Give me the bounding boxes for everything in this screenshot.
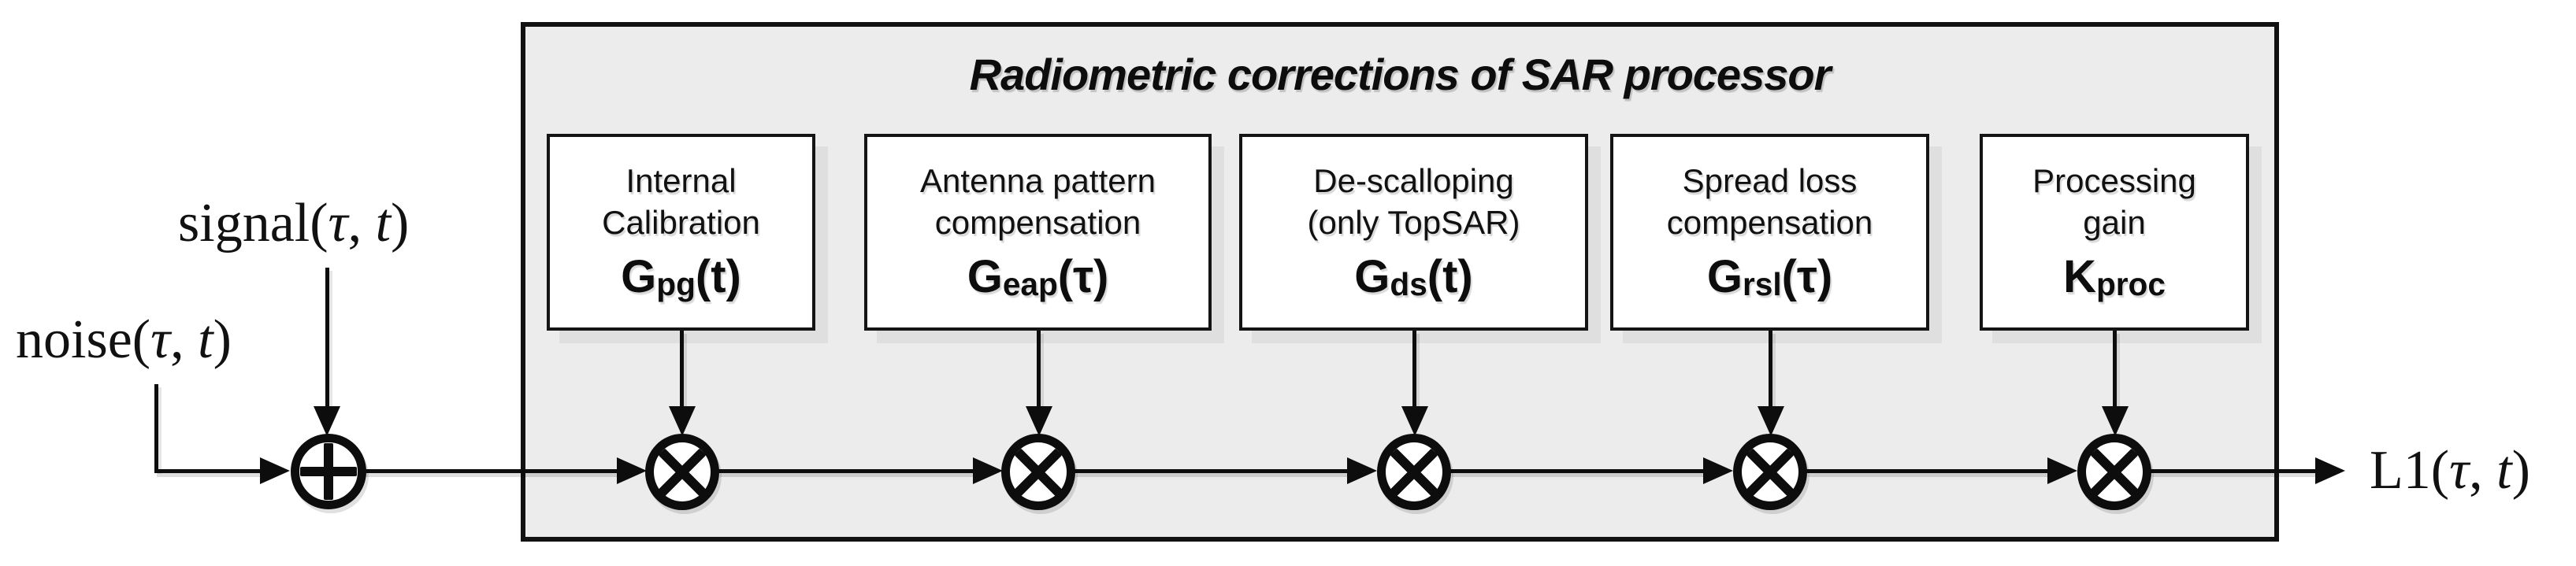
block-descalloping: De-scalloping (only TopSAR) Gds(t): [1239, 134, 1588, 331]
adder-icon: [291, 434, 366, 509]
connector-line: [1412, 331, 1416, 408]
block-label-line2: compensation: [934, 203, 1141, 241]
chain-line: [2150, 469, 2318, 473]
formula-argument: (t): [1427, 250, 1473, 302]
chain-line: [1806, 469, 2051, 473]
arrow-right-icon: [1347, 457, 1377, 484]
block-antenna-pattern-compensation: Antenna pattern compensation Geap(τ): [864, 134, 1212, 331]
block-internal-calibration: Internal Calibration Gpg(t): [547, 134, 815, 331]
arrow-right-icon: [617, 457, 647, 484]
chain-line: [718, 469, 976, 473]
block-formula: Kproc: [2063, 250, 2166, 305]
arrow-down-icon: [1401, 406, 1428, 436]
formula-base: G: [1354, 250, 1390, 302]
multiplier-icon: [645, 434, 719, 510]
formula-argument: (τ): [1057, 250, 1109, 302]
block-label-line1: De-scalloping: [1313, 161, 1514, 199]
panel-title: Radiometric corrections of SAR processor: [969, 50, 1832, 99]
block-label: Internal Calibration: [602, 160, 760, 243]
formula-base: G: [967, 250, 1003, 302]
chain-line: [363, 469, 620, 473]
connector-line: [680, 331, 684, 408]
signal-line: [325, 268, 329, 408]
block-label-line1: Spread loss: [1682, 161, 1858, 199]
arrow-down-icon: [314, 406, 340, 436]
arrow-down-icon: [1758, 406, 1784, 436]
formula-subscript: proc: [2095, 265, 2166, 302]
block-formula: Gds(t): [1354, 250, 1473, 305]
formula-argument: (τ): [1781, 250, 1833, 302]
output-label: L1(τ, t): [2370, 440, 2530, 501]
formula-subscript: eap: [1002, 265, 1058, 302]
block-label-line2: gain: [2083, 203, 2146, 241]
arrow-down-icon: [669, 406, 696, 436]
block-formula: Gpg(t): [621, 250, 741, 305]
block-label: Processing gain: [2032, 160, 2196, 243]
formula-base: G: [621, 250, 657, 302]
formula-subscript: rsl: [1742, 265, 1782, 302]
arrow-right-icon: [260, 457, 290, 484]
arrow-right-icon: [973, 457, 1003, 484]
chain-line: [1449, 469, 1706, 473]
arrow-right-icon: [1703, 457, 1733, 484]
block-label-line2: compensation: [1666, 203, 1873, 241]
noise-line-vertical: [154, 384, 158, 471]
connector-line: [1037, 331, 1041, 408]
block-processing-gain: Processing gain Kproc: [1980, 134, 2249, 331]
noise-input-label: noise(τ, t): [16, 309, 232, 370]
block-label-line1: Antenna pattern: [920, 161, 1156, 199]
chain-line: [1074, 469, 1350, 473]
block-label: Antenna pattern compensation: [920, 160, 1156, 243]
noise-line-horizontal: [154, 469, 263, 473]
arrow-right-icon: [2047, 457, 2077, 484]
arrow-down-icon: [2102, 406, 2129, 436]
formula-subscript: pg: [656, 265, 696, 302]
arrow-down-icon: [1026, 406, 1052, 436]
block-label-line2: (only TopSAR): [1307, 203, 1520, 241]
signal-input-label: signal(τ, t): [178, 193, 410, 253]
block-label: Spread loss compensation: [1667, 160, 1873, 243]
block-formula: Grsl(τ): [1706, 250, 1833, 305]
connector-line: [2113, 331, 2117, 408]
formula-base: K: [2063, 250, 2096, 302]
formula-argument: (t): [695, 250, 741, 302]
block-label: De-scalloping (only TopSAR): [1307, 160, 1520, 243]
block-label-line2: Calibration: [602, 203, 760, 241]
multiplier-icon: [1377, 434, 1451, 510]
block-formula: Geap(τ): [967, 250, 1109, 305]
arrow-right-icon: [2315, 457, 2345, 484]
formula-subscript: ds: [1390, 265, 1427, 302]
block-label-line1: Internal: [625, 161, 737, 199]
formula-base: G: [1706, 250, 1743, 302]
multiplier-icon: [2077, 434, 2151, 510]
multiplier-icon: [1001, 434, 1075, 510]
multiplier-icon: [1733, 434, 1807, 510]
connector-line: [1769, 331, 1772, 408]
block-spread-loss-compensation: Spread loss compensation Grsl(τ): [1610, 134, 1929, 331]
block-label-line1: Processing: [2032, 161, 2196, 199]
